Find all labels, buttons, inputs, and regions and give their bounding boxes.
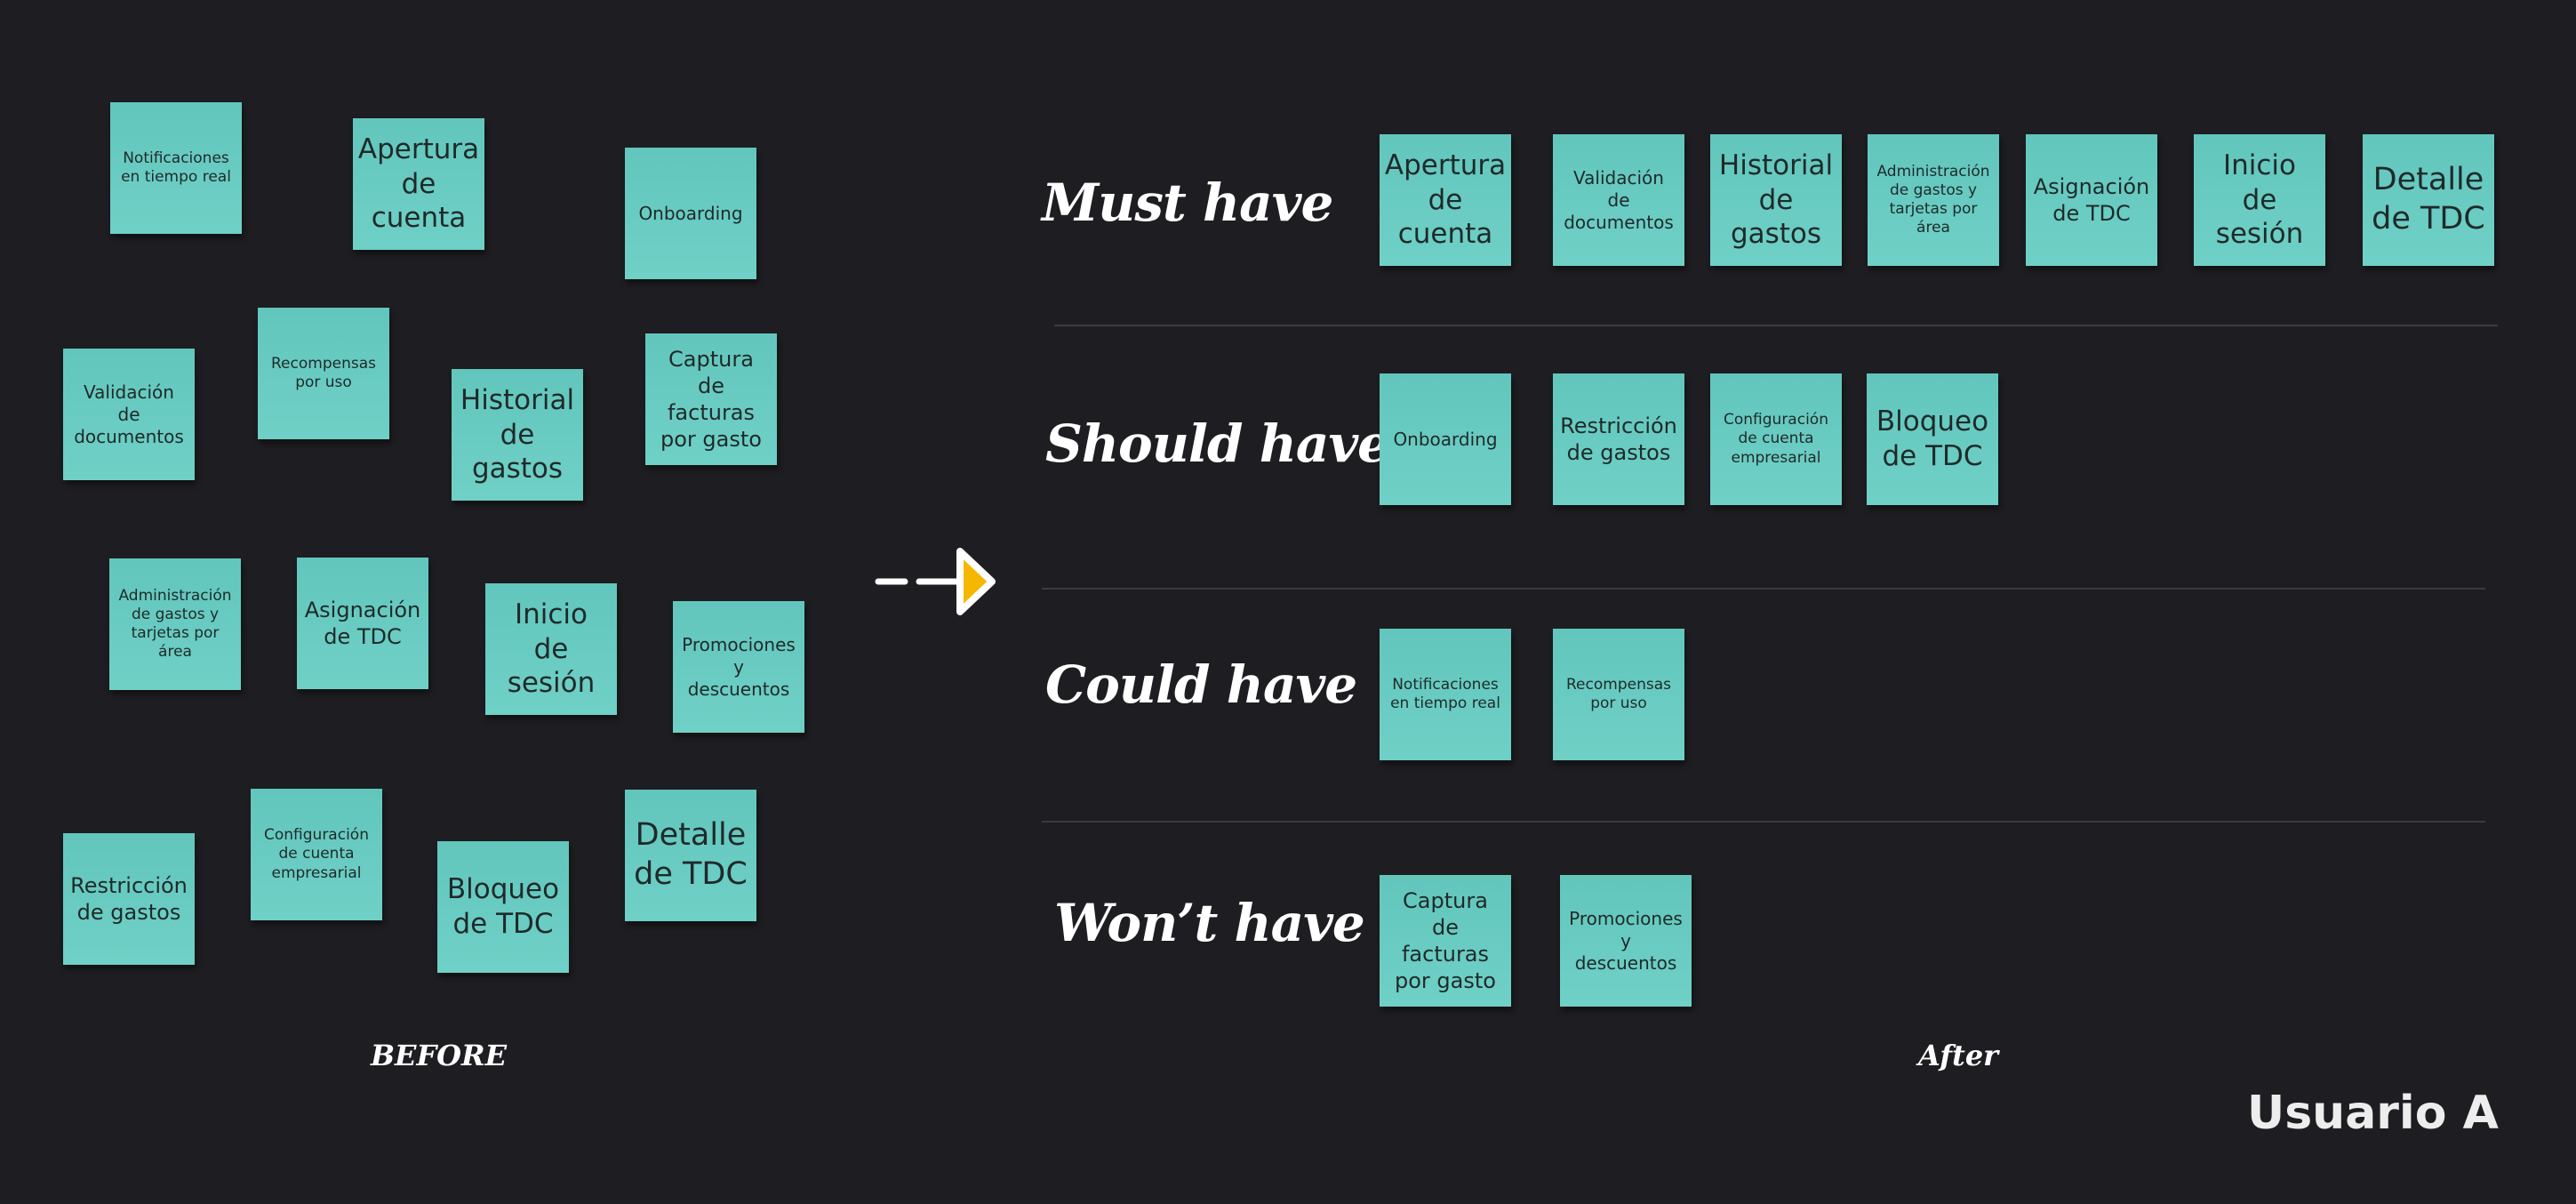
sticky-note-text: Administración de gastos y tarjetas por … xyxy=(118,586,232,662)
sticky-note-text: Recompensas por uso xyxy=(1566,675,1671,712)
must-note-administracion[interactable]: Administración de gastos y tarjetas por … xyxy=(1868,134,1999,266)
sticky-note-historial[interactable]: Historial de gastos xyxy=(452,369,583,501)
sticky-note-text: Restricción de gastos xyxy=(1560,413,1677,465)
wont-note-captura[interactable]: Captura de facturas por gasto xyxy=(1380,875,1511,1007)
sticky-note-text: Promociones y descuentos xyxy=(1569,907,1683,974)
sticky-note-detalle[interactable]: Detalle de TDC xyxy=(625,790,756,921)
sticky-note-text: Asignación de TDC xyxy=(2033,174,2150,226)
sticky-note-recompensas[interactable]: Recompensas por uso xyxy=(258,308,389,439)
sticky-note-inicio[interactable]: Inicio de sesión xyxy=(485,583,617,715)
sticky-note-text: Detalle de TDC xyxy=(2372,162,2485,237)
must-note-inicio[interactable]: Inicio de sesión xyxy=(2194,134,2325,266)
could-note-recompensas[interactable]: Recompensas por uso xyxy=(1553,629,1684,760)
sticky-note-text: Inicio de sesión xyxy=(2215,148,2304,251)
sticky-note-validacion[interactable]: Validación de documentos xyxy=(63,349,195,480)
sticky-note-administracion[interactable]: Administración de gastos y tarjetas por … xyxy=(109,558,241,690)
sticky-note-text: Administración de gastos y tarjetas por … xyxy=(1876,162,1990,237)
row-divider xyxy=(1054,325,2498,326)
sticky-note-text: Restricción de gastos xyxy=(70,873,188,925)
sticky-note-text: Validación de documentos xyxy=(1564,166,1674,233)
sticky-note-text: Captura de facturas por gasto xyxy=(660,347,762,452)
sticky-note-restriccion[interactable]: Restricción de gastos xyxy=(63,833,195,965)
must-note-validacion[interactable]: Validación de documentos xyxy=(1553,134,1684,266)
must-note-historial[interactable]: Historial de gastos xyxy=(1710,134,1842,266)
sticky-note-text: Onboarding xyxy=(1393,428,1498,450)
should-note-restriccion[interactable]: Restricción de gastos xyxy=(1553,373,1684,505)
sticky-note-text: Inicio de sesión xyxy=(507,598,596,700)
sticky-note-text: Notificaciones en tiempo real xyxy=(121,148,231,186)
sticky-note-text: Apertura de cuenta xyxy=(357,132,480,235)
must-note-asignacion[interactable]: Asignación de TDC xyxy=(2026,134,2157,266)
sticky-note-text: Bloqueo de TDC xyxy=(1876,405,1989,472)
must-note-apertura[interactable]: Apertura de cuenta xyxy=(1380,134,1511,266)
before-caption: BEFORE xyxy=(371,1039,508,1072)
sticky-note-promociones[interactable]: Promociones y descuentos xyxy=(673,601,804,733)
should-note-configuracion[interactable]: Configuración de cuenta empresarial xyxy=(1710,373,1842,505)
sticky-note-text: Promociones y descuentos xyxy=(682,633,796,700)
after-caption: After xyxy=(1918,1039,1999,1072)
sticky-note-text: Validación de documentos xyxy=(74,381,184,447)
sticky-note-text: Captura de facturas por gasto xyxy=(1395,888,1496,993)
sticky-note-asignacion[interactable]: Asignación de TDC xyxy=(297,558,428,689)
should-have-label: Should have xyxy=(1045,413,1390,474)
dashed-arrow-right-icon xyxy=(875,548,996,615)
sticky-note-text: Asignación de TDC xyxy=(304,598,421,649)
sticky-note-text: Bloqueo de TDC xyxy=(446,873,560,940)
sticky-note-text: Onboarding xyxy=(638,202,743,224)
should-note-onboarding[interactable]: Onboarding xyxy=(1380,373,1511,505)
sticky-note-bloqueo[interactable]: Bloqueo de TDC xyxy=(437,841,569,973)
wont-have-label: Won’t have xyxy=(1054,893,1365,953)
sticky-note-text: Detalle de TDC xyxy=(634,817,748,892)
could-have-label: Could have xyxy=(1045,654,1357,715)
must-have-label: Must have xyxy=(1042,173,1333,233)
sticky-note-notificaciones[interactable]: Notificaciones en tiempo real xyxy=(110,102,242,234)
sticky-note-text: Configuración de cuenta empresarial xyxy=(1724,411,1828,467)
sticky-note-text: Historial de gastos xyxy=(460,383,575,486)
row-divider xyxy=(1042,588,2485,590)
sticky-note-text: Historial de gastos xyxy=(1718,148,1834,251)
sticky-note-text: Configuración de cuenta empresarial xyxy=(264,826,369,882)
sticky-note-text: Recompensas por uso xyxy=(271,354,376,391)
could-note-notificaciones[interactable]: Notificaciones en tiempo real xyxy=(1380,629,1511,760)
sticky-note-configuracion[interactable]: Configuración de cuenta empresarial xyxy=(251,789,382,920)
sticky-note-text: Apertura de cuenta xyxy=(1384,148,1507,251)
sticky-note-captura[interactable]: Captura de facturas por gasto xyxy=(645,333,777,465)
sticky-note-onboarding[interactable]: Onboarding xyxy=(625,148,756,279)
sticky-note-text: Notificaciones en tiempo real xyxy=(1390,675,1500,712)
must-note-detalle[interactable]: Detalle de TDC xyxy=(2363,134,2494,266)
wont-note-promociones[interactable]: Promociones y descuentos xyxy=(1560,875,1692,1007)
should-note-bloqueo[interactable]: Bloqueo de TDC xyxy=(1867,373,1998,505)
sticky-note-apertura[interactable]: Apertura de cuenta xyxy=(353,118,484,250)
user-label: Usuario A xyxy=(2247,1087,2499,1140)
row-divider xyxy=(1042,821,2485,823)
